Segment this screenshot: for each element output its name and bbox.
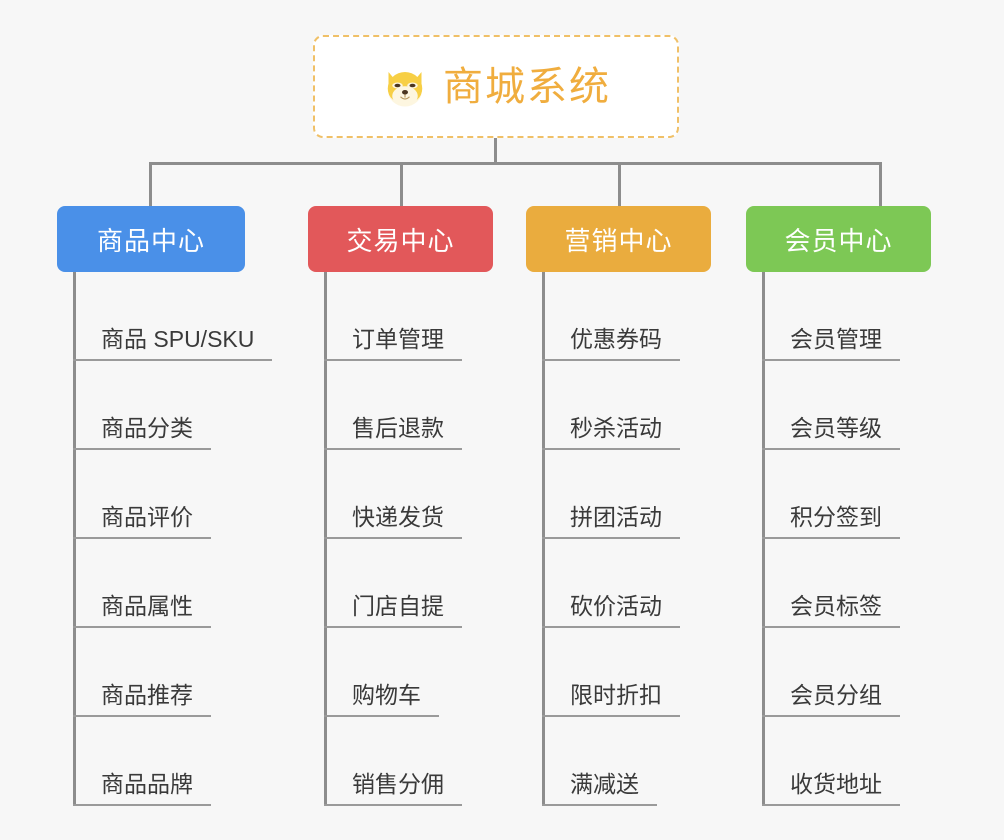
connector-drop-4 bbox=[879, 162, 882, 207]
list-item[interactable]: 商品品牌 bbox=[57, 717, 245, 806]
leaf-label: 秒杀活动 bbox=[570, 414, 662, 441]
category-column-1: 商品中心 商品 SPU/SKU 商品分类 商品评价 商品属性 商品推荐 商品品牌 bbox=[57, 206, 273, 806]
column-spine-1 bbox=[73, 272, 76, 806]
root-title: 商城系统 bbox=[443, 64, 611, 109]
leaf-list-1: 商品 SPU/SKU 商品分类 商品评价 商品属性 商品推荐 商品品牌 bbox=[57, 272, 273, 806]
category-title-1: 商品中心 bbox=[96, 225, 205, 256]
leaf-label: 售后退款 bbox=[352, 414, 444, 441]
list-item[interactable]: 会员分组 bbox=[746, 628, 931, 717]
column-spine-3 bbox=[542, 272, 545, 806]
list-item[interactable]: 会员等级 bbox=[746, 361, 931, 450]
connector-drop-2 bbox=[400, 162, 403, 207]
list-item[interactable]: 购物车 bbox=[308, 628, 493, 717]
list-item[interactable]: 门店自提 bbox=[308, 539, 493, 628]
connector-bar bbox=[149, 162, 882, 165]
leaf-label: 商品评价 bbox=[101, 503, 193, 530]
leaf-label: 商品属性 bbox=[101, 592, 193, 619]
leaf-label: 商品品牌 bbox=[101, 770, 193, 797]
leaf-label: 限时折扣 bbox=[570, 681, 662, 708]
column-spine-4 bbox=[762, 272, 765, 806]
category-title-2: 交易中心 bbox=[346, 225, 455, 256]
list-item[interactable]: 收货地址 bbox=[746, 717, 931, 806]
leaf-label: 积分签到 bbox=[790, 503, 882, 530]
list-item[interactable]: 拼团活动 bbox=[526, 450, 711, 539]
list-item[interactable]: 会员管理 bbox=[746, 272, 931, 361]
list-item[interactable]: 商品推荐 bbox=[57, 628, 245, 717]
category-header-2[interactable]: 交易中心 bbox=[308, 206, 493, 272]
connector-stem bbox=[494, 138, 497, 163]
category-title-3: 营销中心 bbox=[564, 225, 673, 256]
list-item[interactable]: 商品 SPU/SKU bbox=[57, 272, 273, 361]
list-item[interactable]: 快递发货 bbox=[308, 450, 493, 539]
list-item[interactable]: 砍价活动 bbox=[526, 539, 711, 628]
leaf-label: 会员标签 bbox=[790, 592, 882, 619]
list-item[interactable]: 会员标签 bbox=[746, 539, 931, 628]
column-spine-2 bbox=[324, 272, 327, 806]
leaf-label: 会员分组 bbox=[790, 681, 882, 708]
root-node[interactable]: 商城系统 bbox=[313, 35, 679, 138]
category-column-4: 会员中心 会员管理 会员等级 积分签到 会员标签 会员分组 收货地址 bbox=[746, 206, 931, 806]
leaf-list-4: 会员管理 会员等级 积分签到 会员标签 会员分组 收货地址 bbox=[746, 272, 931, 806]
leaf-list-2: 订单管理 售后退款 快递发货 门店自提 购物车 销售分佣 bbox=[308, 272, 493, 806]
list-item[interactable]: 限时折扣 bbox=[526, 628, 711, 717]
connector-drop-3 bbox=[618, 162, 621, 207]
list-item[interactable]: 商品属性 bbox=[57, 539, 245, 628]
category-header-1[interactable]: 商品中心 bbox=[57, 206, 245, 272]
leaf-label: 砍价活动 bbox=[570, 592, 662, 619]
connector-drop-1 bbox=[149, 162, 152, 207]
shiba-dog-face-icon bbox=[387, 71, 423, 106]
leaf-label: 会员等级 bbox=[790, 414, 882, 441]
list-item[interactable]: 商品评价 bbox=[57, 450, 245, 539]
leaf-label: 拼团活动 bbox=[570, 503, 662, 530]
leaf-label: 商品 SPU/SKU bbox=[101, 325, 255, 352]
leaf-label: 满减送 bbox=[570, 770, 639, 797]
leaf-label: 订单管理 bbox=[352, 325, 444, 352]
list-item[interactable]: 优惠券码 bbox=[526, 272, 711, 361]
list-item[interactable]: 商品分类 bbox=[57, 361, 245, 450]
list-item[interactable]: 售后退款 bbox=[308, 361, 493, 450]
list-item[interactable]: 销售分佣 bbox=[308, 717, 493, 806]
leaf-label: 购物车 bbox=[352, 681, 421, 708]
leaf-label: 快递发货 bbox=[352, 503, 444, 530]
category-title-4: 会员中心 bbox=[784, 225, 893, 256]
leaf-label: 会员管理 bbox=[790, 325, 882, 352]
leaf-label: 销售分佣 bbox=[352, 770, 444, 797]
leaf-label: 商品推荐 bbox=[101, 681, 193, 708]
leaf-list-3: 优惠券码 秒杀活动 拼团活动 砍价活动 限时折扣 满减送 bbox=[526, 272, 711, 806]
category-column-2: 交易中心 订单管理 售后退款 快递发货 门店自提 购物车 销售分佣 bbox=[308, 206, 493, 806]
leaf-label: 商品分类 bbox=[101, 414, 193, 441]
leaf-label: 优惠券码 bbox=[570, 325, 662, 352]
category-header-3[interactable]: 营销中心 bbox=[526, 206, 711, 272]
category-header-4[interactable]: 会员中心 bbox=[746, 206, 931, 272]
list-item[interactable]: 满减送 bbox=[526, 717, 711, 806]
list-item[interactable]: 积分签到 bbox=[746, 450, 931, 539]
list-item[interactable]: 订单管理 bbox=[308, 272, 493, 361]
leaf-label: 收货地址 bbox=[790, 770, 882, 797]
leaf-label: 门店自提 bbox=[352, 592, 444, 619]
list-item[interactable]: 秒杀活动 bbox=[526, 361, 711, 450]
category-column-3: 营销中心 优惠券码 秒杀活动 拼团活动 砍价活动 限时折扣 满减送 bbox=[526, 206, 711, 806]
